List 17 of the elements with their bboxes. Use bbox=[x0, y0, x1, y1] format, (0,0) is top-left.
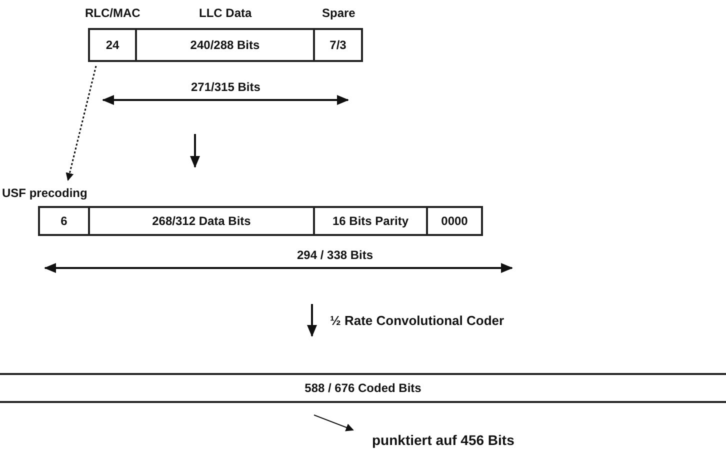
dimension-label: 294 / 338 Bits bbox=[297, 248, 374, 262]
dimension-label: 271/315 Bits bbox=[191, 80, 260, 94]
bit-field-cell: 0000 bbox=[426, 206, 483, 236]
field-heading: LLC Data bbox=[199, 6, 252, 20]
bit-field-cell: 16 Bits Parity bbox=[313, 206, 428, 236]
field-heading: Spare bbox=[322, 6, 356, 20]
bit-field-cell: 24 bbox=[88, 28, 137, 62]
field-heading: RLC/MAC bbox=[85, 6, 140, 20]
bit-field-cell: 7/3 bbox=[313, 28, 363, 62]
coded-bits-field: 588 / 676 Coded Bits bbox=[0, 373, 726, 403]
bit-field-cell: 268/312 Data Bits bbox=[88, 206, 315, 236]
bit-field-cell: 6 bbox=[38, 206, 90, 236]
step-label: punktiert auf 456 Bits bbox=[372, 432, 514, 448]
arrow bbox=[66, 66, 97, 181]
field-heading: USF precoding bbox=[2, 186, 88, 200]
bit-field-cell: 240/288 Bits bbox=[135, 28, 315, 62]
step-label: ½ Rate Convolutional Coder bbox=[330, 313, 504, 328]
